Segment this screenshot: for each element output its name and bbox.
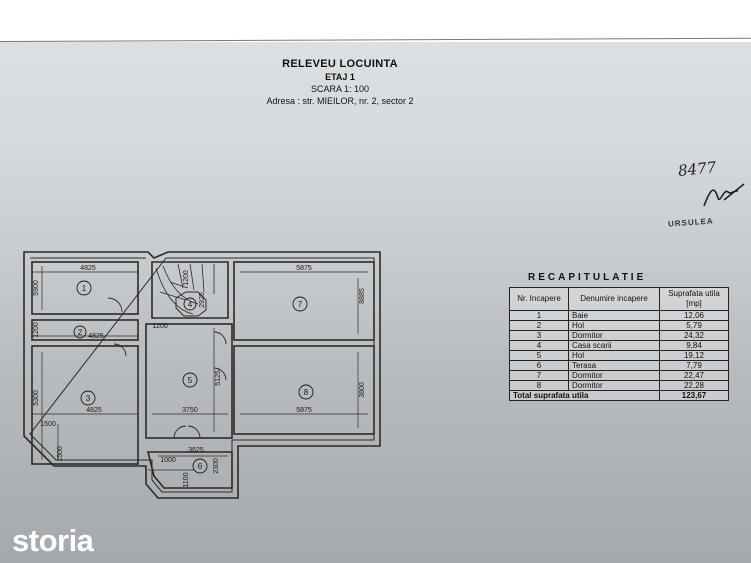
room-number: 8 (304, 388, 309, 397)
row-name: Hol (568, 320, 660, 331)
total-row: Total suprafata utila 123,67 (509, 390, 729, 401)
dim-label: 4825 (88, 333, 104, 340)
dim-label: 5875 (296, 265, 312, 272)
room-number: 5 (188, 376, 193, 385)
row-nr: 6 (509, 360, 569, 371)
row-name: Dormitor (568, 370, 660, 381)
dim-label: 5900 (33, 280, 40, 296)
room-3-outline (31, 345, 139, 465)
row-name: Casa scarii (568, 340, 660, 351)
room-number: 1 (82, 284, 87, 293)
floor-plan: 4825 5875 5900 1200 4825 2925 8885 1200 … (23, 251, 381, 499)
row-name: Dormitor (568, 330, 660, 341)
dim-label: 3750 (182, 407, 198, 414)
room-number: 4 (188, 300, 193, 309)
stairs (155, 263, 215, 315)
row-area: 12,06 (659, 310, 729, 321)
row-area: 7,79 (659, 360, 729, 371)
dim-label: 1500 (57, 446, 64, 462)
header-name: Denumire incapere (568, 287, 660, 311)
dim-label: 1200 (152, 323, 168, 330)
dim-label: 3800 (359, 382, 366, 398)
dim-label: 5125 (215, 370, 222, 386)
dim-label: 1200 (33, 322, 40, 338)
dim-label: 1000 (160, 457, 176, 464)
header-area: Suprafata utila [mp] (659, 287, 729, 311)
address-label: Adresa : str. MIEILOR, nr. 2, sector 2 (266, 96, 414, 106)
row-nr: 7 (509, 370, 569, 381)
row-nr: 1 (509, 310, 569, 321)
dim-label: 1200 (183, 270, 190, 286)
row-name: Baie (568, 310, 660, 321)
room-number: 7 (298, 300, 303, 309)
row-area: 9,84 (659, 340, 729, 351)
room-number: 2 (78, 328, 83, 337)
row-area: 5,79 (659, 320, 729, 331)
row-area: 22,28 (659, 380, 729, 391)
recap-title: RECAPITULATIE (528, 272, 647, 283)
outer-wall (23, 251, 381, 499)
room-1-outline (31, 261, 139, 315)
room-7-outline (233, 261, 375, 341)
dim-label: 2925 (199, 292, 206, 308)
recap-header-row: Nr. Incapere Denumire incapere Suprafata… (509, 287, 729, 311)
row-area: 24,32 (659, 330, 729, 341)
row-nr: 4 (509, 340, 569, 351)
row-name: Dormitor (568, 380, 660, 391)
dim-label: 1500 (40, 421, 56, 428)
row-nr: 5 (509, 350, 569, 361)
dim-label: 8885 (359, 288, 366, 304)
total-value: 123,67 (659, 390, 729, 401)
floor-label: ETAJ 1 (325, 72, 355, 82)
dim-label: 5300 (33, 390, 40, 406)
dim-label: 4825 (80, 265, 96, 272)
door-arc (113, 343, 127, 357)
room-number: 6 (198, 462, 203, 471)
dim-label: 4825 (86, 407, 102, 414)
row-area: 19,12 (659, 350, 729, 361)
room-2-outline (31, 319, 139, 341)
total-label: Total suprafata utila (509, 390, 660, 401)
row-area: 22,47 (659, 370, 729, 381)
paper-top-strip (0, 0, 751, 42)
room-5-outline (145, 323, 233, 439)
dim-label: 2300 (213, 458, 220, 474)
handwritten-number: 8477 (677, 158, 718, 180)
header-nr: Nr. Incapere (509, 287, 569, 311)
door-arc (213, 331, 227, 345)
room-number: 3 (86, 394, 91, 403)
recap-table: Nr. Incapere Denumire incapere Suprafata… (509, 287, 729, 401)
room-6-outline (146, 451, 233, 489)
dim-label: 5875 (296, 407, 312, 414)
storia-logo: storia (12, 523, 94, 558)
dim-label: 1100 (183, 472, 190, 487)
row-name: Hol (568, 350, 660, 361)
row-name: Terasa (568, 360, 660, 371)
row-nr: 3 (509, 330, 569, 341)
scale-label: SCARA 1: 100 (310, 84, 370, 94)
room-4-outline (151, 261, 229, 319)
row-nr: 2 (509, 320, 569, 331)
door-arc (173, 425, 201, 439)
room-4-octagon (175, 291, 207, 317)
row-nr: 8 (509, 380, 569, 391)
door-arc (213, 367, 227, 381)
door-arc (107, 297, 123, 313)
handwritten-signature (703, 183, 745, 207)
dim-label: 3625 (188, 447, 204, 454)
room-8-outline (233, 345, 375, 435)
document-title: RELEVEU LOCUINTA (282, 58, 398, 70)
stamp-text: URSULEA (667, 216, 714, 229)
